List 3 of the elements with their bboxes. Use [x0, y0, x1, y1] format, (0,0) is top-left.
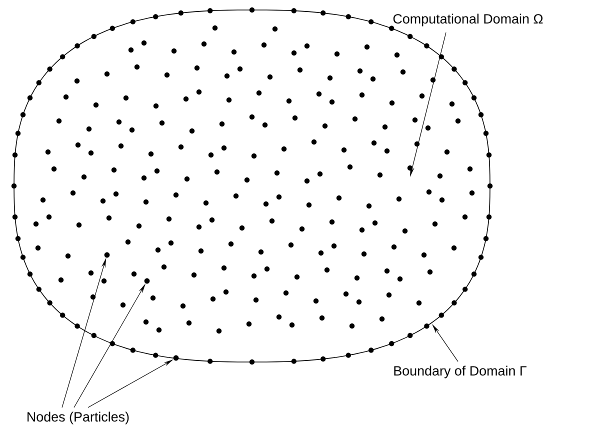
callout-label: Nodes (Particles)	[28, 412, 129, 424]
callout-label: Boundary of Domain Γ	[394, 366, 526, 378]
callout-label: Computational Domain Ω	[393, 14, 543, 26]
